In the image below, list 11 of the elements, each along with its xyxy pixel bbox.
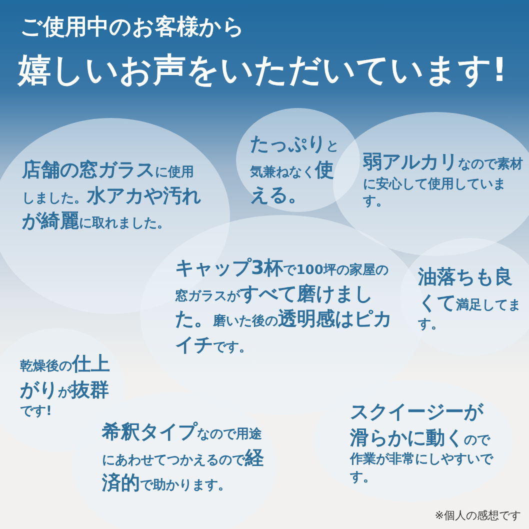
comment-text: 希釈タイプなので用途にあわせてつかえるので経済的で助かります。 (102, 420, 265, 496)
comment-text: キャップ3杯で100坪の家屋の窓ガラスがすべて磨けました。磨いた後の透明感はピカイチです。 (175, 256, 393, 358)
comment-text: たっぷりと気兼ねなく使える。 (250, 132, 340, 208)
comment-text: 店舗の窓ガラスに使用しました。水アカや汚れが綺麗に取れました。 (22, 158, 202, 234)
comment-text: 油落ちも良くて満足してます。 (418, 265, 522, 334)
title: 嬉しいお声をいただいています! (18, 49, 508, 91)
comment-text: 乾燥後の仕上がりが抜群です! (20, 352, 110, 421)
footnote: ※個人の感想です (434, 508, 521, 523)
subtitle: ご使用中のお客様から (20, 14, 245, 42)
comment-text: 弱アルカリなので素材に安心して使用しています。 (363, 150, 523, 211)
comment-text: スクイージーが滑らかに動くので作業が非常にしやすいです。 (350, 400, 494, 486)
